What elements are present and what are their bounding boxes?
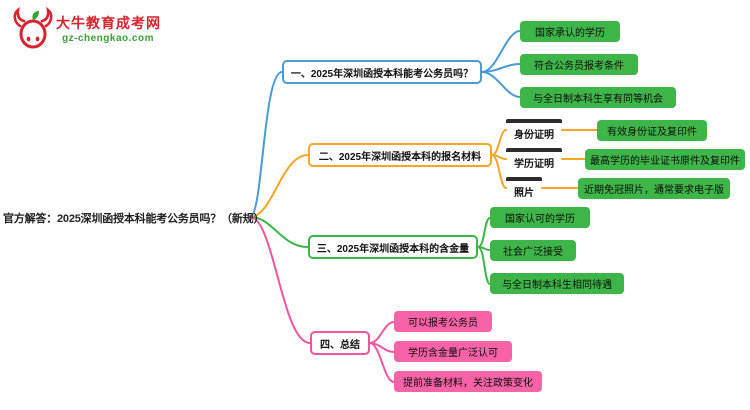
line-branch4-child2: [369, 342, 395, 353]
root-topic: 官方解答：2025深圳函授本科能考公务员吗？（新规）: [3, 213, 265, 225]
line-branch3-child1: [477, 217, 491, 248]
branch-4-node: 四、总结: [310, 331, 370, 355]
branch-3-leaf-3: 与全日制本科生相同待遇: [490, 273, 624, 294]
line-branch1-child1: [481, 30, 521, 73]
line-branch2-child3: [491, 154, 507, 189]
branch-3-leaf-2: 社会广泛接受: [490, 240, 576, 261]
branch-3-leaf-1: 国家认可的学历: [490, 207, 590, 228]
branch-2-subtopic-3: 照片: [506, 177, 542, 199]
branch-2-node: 二、2025年深圳函授本科的报名材料: [308, 143, 492, 167]
branch-2-subtopic-1: 身份证明: [506, 119, 562, 141]
line-root-branch2: [249, 154, 309, 218]
branch-1-leaf-1: 国家承认的学历: [520, 21, 620, 42]
line-branch3-child2: [477, 246, 491, 251]
line-root-branch1: [249, 71, 283, 218]
branch-2-subtopic-2: 学历证明: [506, 148, 562, 170]
branch-1-leaf-3: 与全日制本科生享有同等机会: [520, 87, 676, 108]
line-branch4-child1: [369, 321, 395, 344]
branch-2-detail-3: 近期免冠照片，通常要求电子版: [578, 178, 730, 199]
logo-subtitle: gz-chengkao.com: [62, 33, 154, 44]
line-branch2-child2: [491, 154, 507, 160]
line-root-branch4: [249, 216, 311, 344]
line-branch4-child3: [369, 342, 395, 383]
branch-4-leaf-2: 学历含金量广泛认可: [394, 341, 512, 362]
bull-logo-icon: [13, 6, 53, 49]
line-branch3-child3: [477, 246, 491, 285]
branch-2-detail-1: 有效身份证及复印件: [597, 120, 707, 141]
line-branch1-child3: [481, 71, 521, 98]
line-branch1-child2: [481, 63, 521, 73]
branch-1-leaf-2: 符合公务员报考条件: [520, 54, 638, 75]
branch-2-detail-2: 最高学历的毕业证书原件及复印件: [585, 149, 745, 170]
branch-4-leaf-1: 可以报考公务员: [394, 311, 492, 332]
branch-3-node: 三、2025年深圳函授本科的含金量: [308, 235, 478, 259]
logo-title: 大牛教育成考网: [56, 15, 161, 31]
line-branch2-child1: [491, 129, 507, 156]
branch-4-leaf-3: 提前准备材料，关注政策变化: [394, 371, 542, 392]
branch-1-node: 一、2025年深圳函授本科能考公务员吗？: [282, 60, 482, 84]
